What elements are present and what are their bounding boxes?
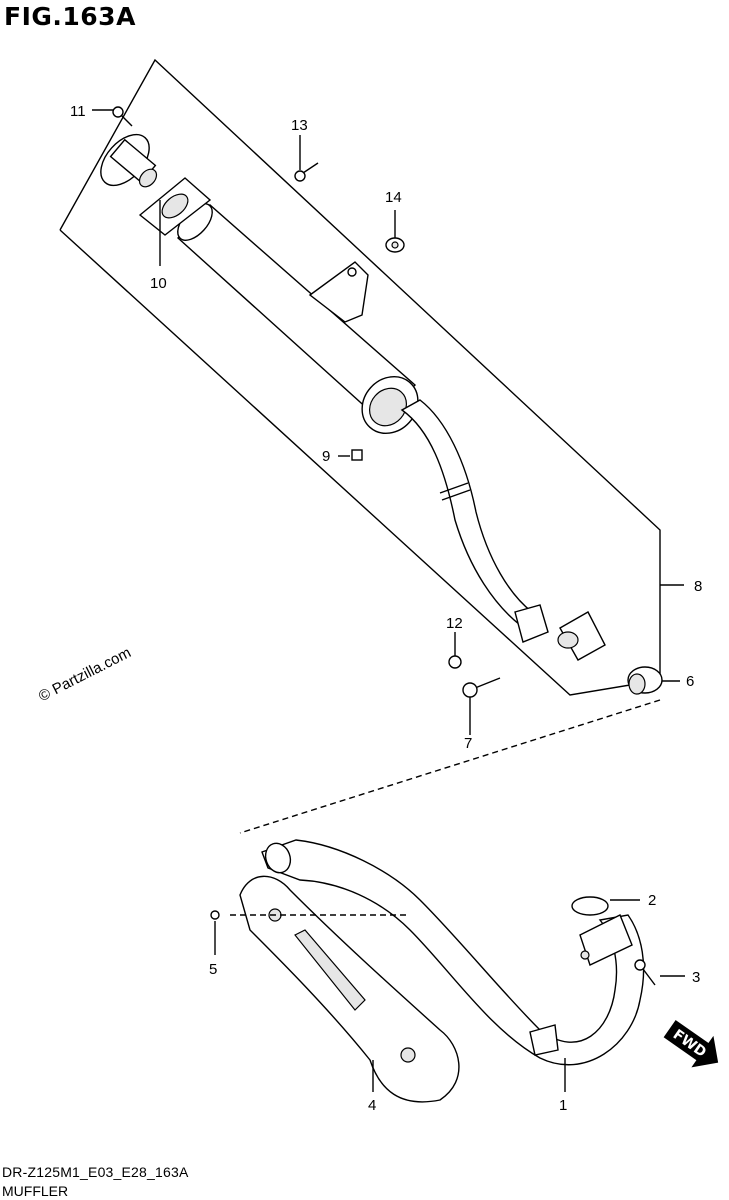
callout-3: 3 [692, 969, 700, 986]
bolt-3-icon [634, 959, 656, 986]
callout-14: 14 [385, 189, 402, 206]
assembly-outline [59, 58, 661, 696]
callout-11: 11 [70, 103, 86, 120]
callout-2: 2 [648, 892, 656, 909]
callout-13: 13 [291, 117, 308, 134]
figure-title: FIG.163A [4, 2, 136, 31]
bolt-11-icon [112, 106, 133, 127]
gasket-2-icon [571, 896, 609, 916]
leader-lines [92, 109, 685, 1092]
callout-6: 6 [686, 673, 694, 690]
gasket-6-icon [627, 666, 663, 695]
exhaust-flange [579, 914, 633, 966]
muffler-body [176, 203, 419, 434]
grommet-14-icon [385, 237, 405, 253]
callout-4: 4 [368, 1097, 376, 1114]
tail-cap [100, 133, 158, 188]
callout-12: 12 [446, 615, 463, 632]
callout-1: 1 [559, 1097, 567, 1114]
bolt-7-icon [462, 677, 501, 698]
callout-8: 8 [694, 578, 702, 595]
exhaust-pipe [261, 839, 645, 1066]
bolt-13-icon [294, 162, 319, 182]
callout-9: 9 [322, 448, 330, 465]
callout-10: 10 [150, 275, 167, 292]
fwd-arrow-icon: FWD [663, 1020, 719, 1068]
muffler-inlet-pipe [400, 399, 606, 661]
figure-name: MUFFLER [2, 1183, 69, 1199]
bolt-12-icon [448, 655, 462, 669]
callout-5: 5 [209, 961, 217, 978]
heat-shield [239, 875, 460, 1103]
callout-7: 7 [464, 735, 472, 752]
bolt-5-icon [210, 910, 220, 920]
figure-code: DR-Z125M1_E03_E28_163A [2, 1164, 189, 1180]
nut-9-icon [351, 449, 363, 461]
